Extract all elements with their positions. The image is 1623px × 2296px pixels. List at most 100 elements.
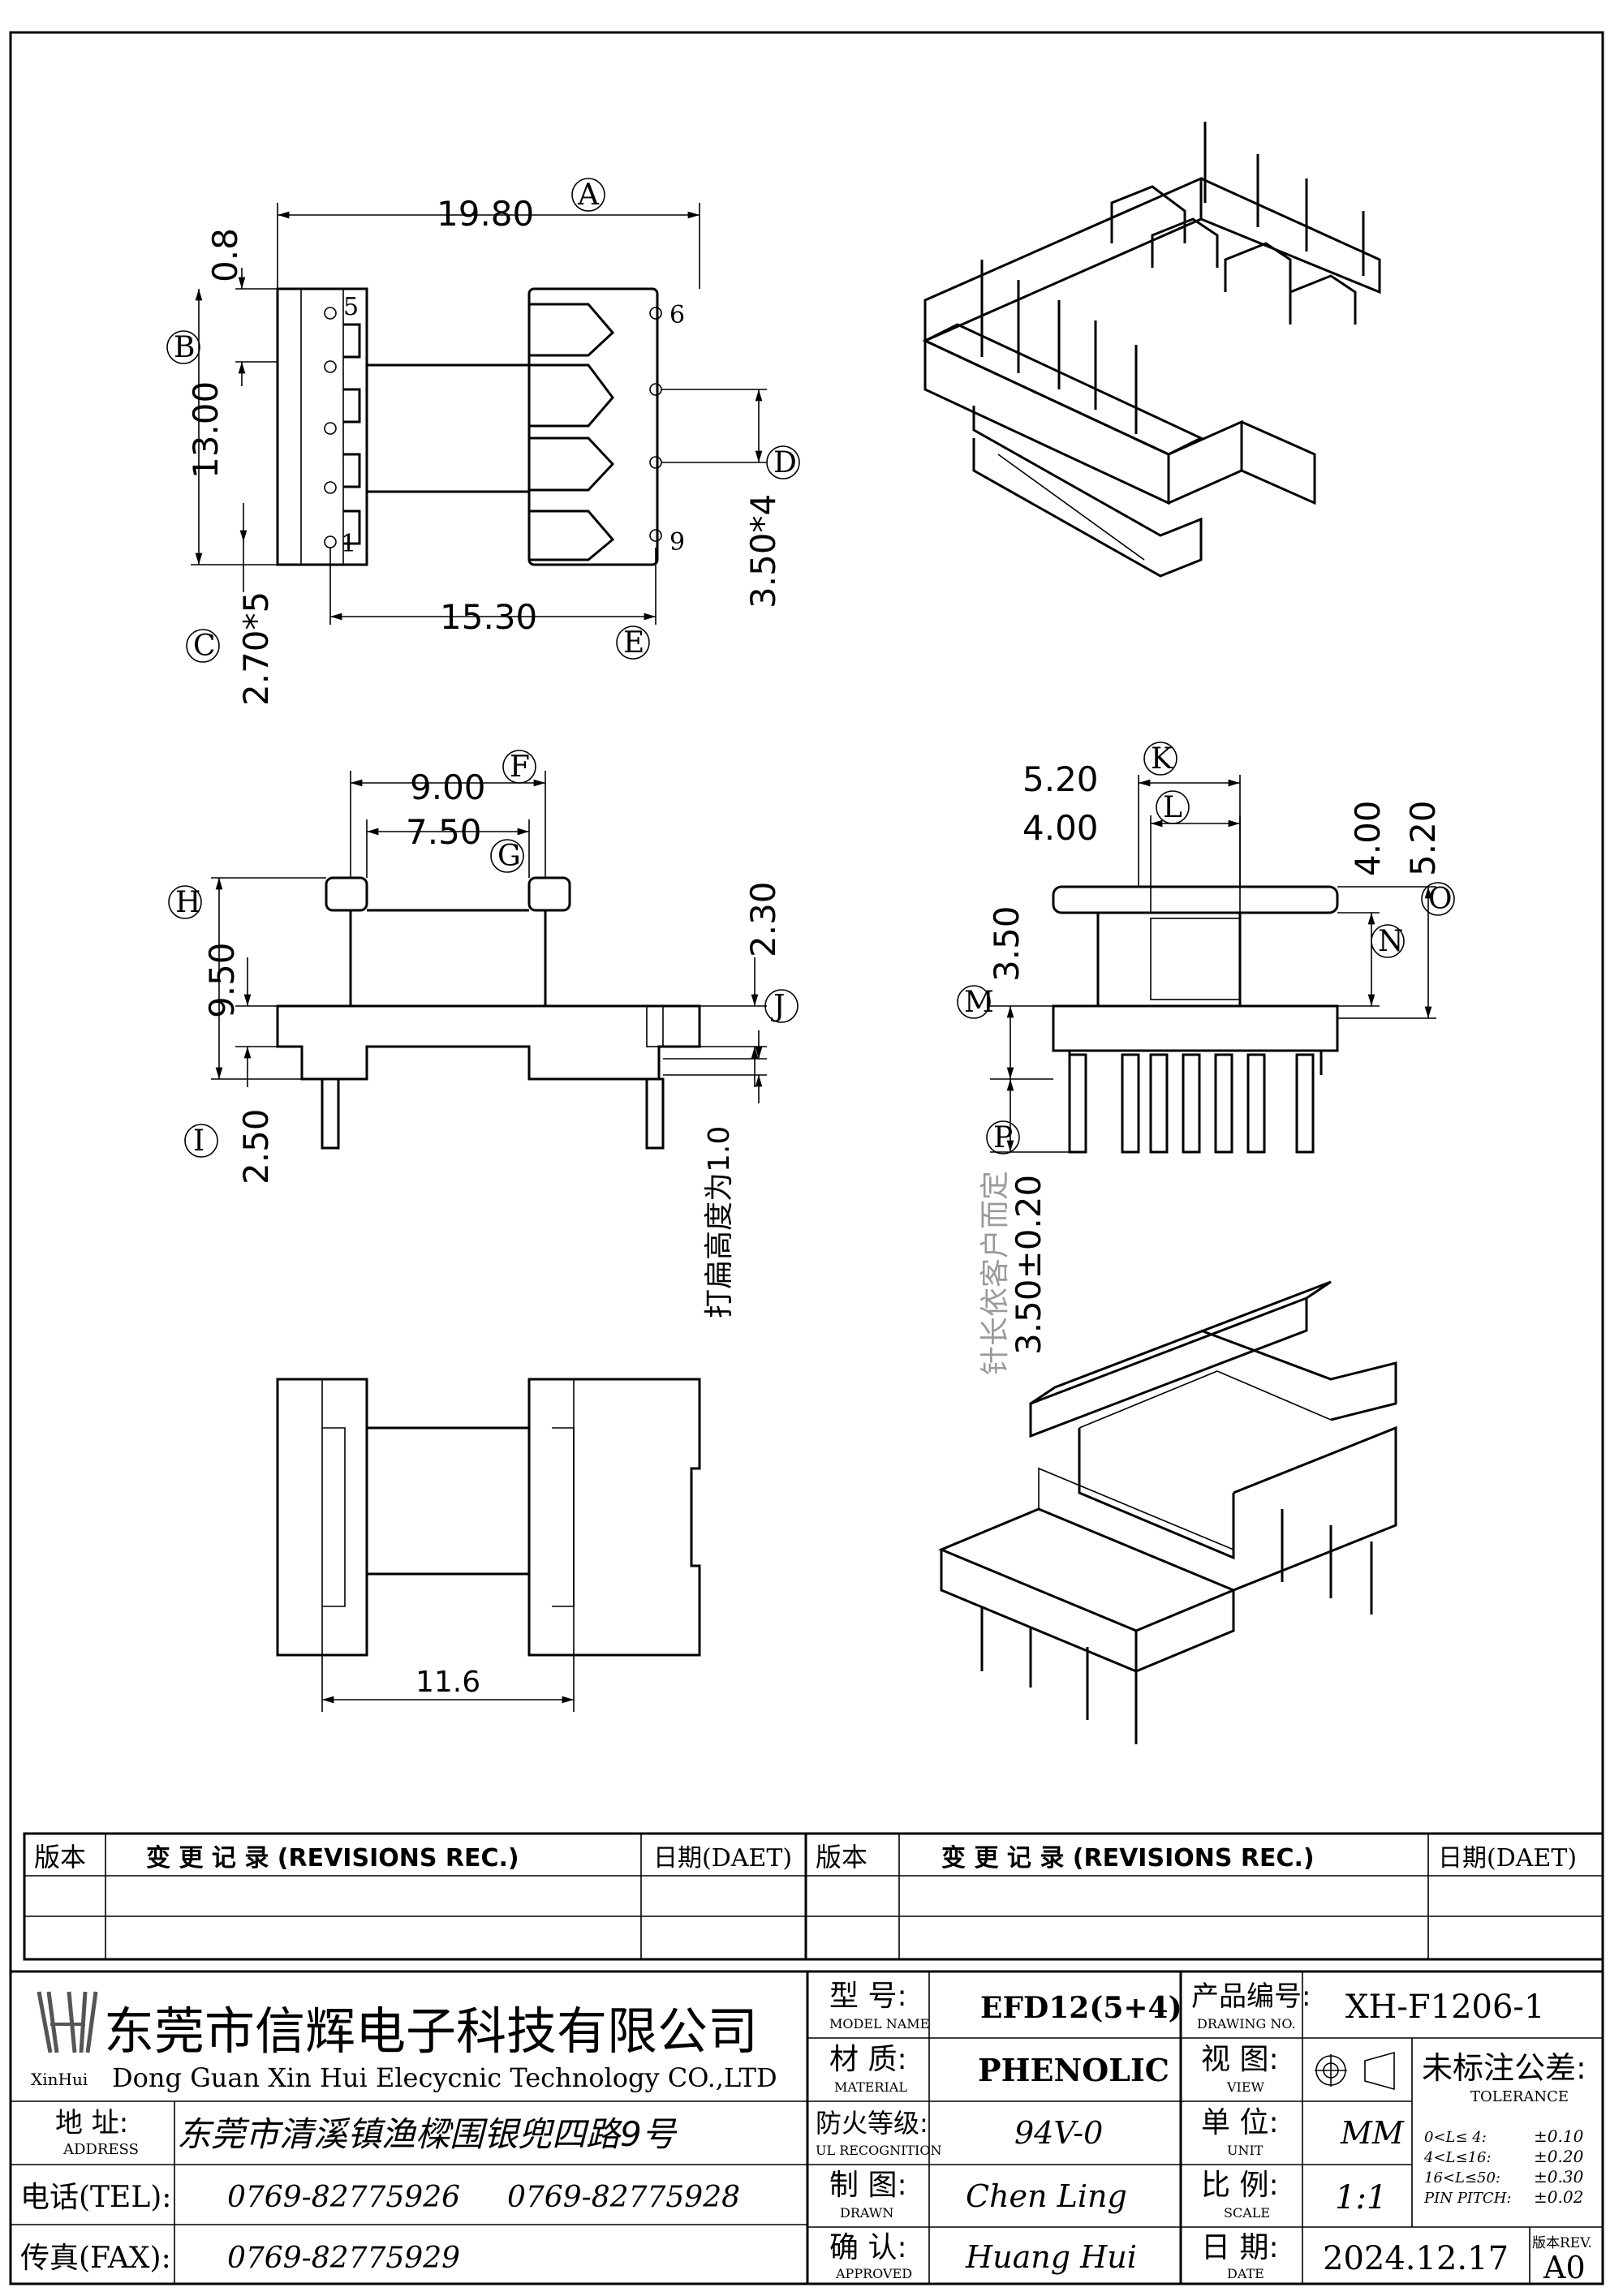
top-view: 5 6 1 9 19.80 A 0.8 B 13.00 2.70*5 C 3.5… bbox=[166, 178, 800, 706]
pin-label-6: 6 bbox=[669, 301, 685, 329]
dim-f-tag: F bbox=[510, 750, 530, 784]
dim-i-value: 2.50 bbox=[236, 1108, 276, 1185]
approved-label-en: APPROVED bbox=[835, 2266, 912, 2281]
dim-n-value: 4.00 bbox=[1348, 800, 1388, 876]
dim-k-tag: K bbox=[1151, 742, 1173, 776]
svg-text:XinHui: XinHui bbox=[31, 2070, 88, 2089]
dim-a-tag: A bbox=[577, 178, 600, 212]
dim-l-value: 4.00 bbox=[1022, 808, 1099, 848]
unit-label: 单 位: bbox=[1201, 2106, 1279, 2139]
dim-i-tag: I bbox=[193, 1124, 204, 1158]
tol-range-2: 4<L≤16: bbox=[1423, 2149, 1492, 2166]
dim-h-value: 9.50 bbox=[202, 942, 242, 1018]
drawn-label: 制 图: bbox=[829, 2169, 907, 2202]
bottom-view: 11.6 bbox=[276, 1378, 701, 1712]
date-label-en: DATE bbox=[1227, 2266, 1264, 2281]
model-label-en: MODEL NAME bbox=[829, 2016, 929, 2032]
dim-m-value: 3.50 bbox=[987, 905, 1027, 982]
ul-label-en: UL RECOGNITION bbox=[816, 2143, 942, 2158]
pin-label-1: 1 bbox=[341, 530, 356, 558]
ul-label: 防火等级: bbox=[816, 2108, 928, 2139]
tol-range-3: 16<L≤50: bbox=[1424, 2169, 1500, 2186]
dim-j-value: 2.30 bbox=[743, 881, 783, 957]
unit-value: MM bbox=[1340, 2115, 1405, 2151]
dim-g-value: 7.50 bbox=[406, 812, 482, 852]
rev-col-record-2: 变 更 记 录 (REVISIONS REC.) bbox=[941, 1844, 1315, 1872]
dim-l-tag: L bbox=[1163, 791, 1182, 824]
side-view: 5.20 K 4.00 L 4.00 N 5.20 O 3.50 M P 3.5… bbox=[957, 742, 1455, 1375]
dim-n-tag: N bbox=[1378, 925, 1404, 958]
front-view: 9.00 F 7.50 G H 9.50 2.50 I 2.30 J 打扁高度为… bbox=[168, 750, 799, 1318]
rev-col-version-2: 版本 bbox=[816, 1842, 867, 1872]
dim-d-value: 3.50*4 bbox=[743, 494, 783, 608]
dim-b-tag: B bbox=[174, 331, 195, 364]
flatten-note: 打扁高度为1.0 bbox=[703, 1126, 736, 1318]
model-value: EFD12(5+4) bbox=[980, 1991, 1182, 2025]
pin-length-note: 针长依客户而定 bbox=[979, 1171, 1012, 1375]
dim-p-value: 3.50±0.20 bbox=[1009, 1175, 1048, 1355]
drawn-label-en: DRAWN bbox=[840, 2205, 893, 2221]
tol-range-1: 0<L≤ 4: bbox=[1424, 2129, 1487, 2146]
material-label: 材 质: bbox=[829, 2043, 907, 2076]
company-name-en: Dong Guan Xin Hui Elecycnic Technology C… bbox=[112, 2062, 777, 2093]
rev-label: 版本REV. bbox=[1532, 2235, 1592, 2251]
dim-e-value: 15.30 bbox=[440, 597, 537, 637]
view-label-en: VIEW bbox=[1226, 2079, 1265, 2095]
rev-col-date: 日期(DAET) bbox=[653, 1844, 792, 1872]
scale-label-en: SCALE bbox=[1224, 2205, 1270, 2221]
tol-value-2: ±0.20 bbox=[1534, 2147, 1584, 2166]
iso-view-top bbox=[922, 122, 1381, 578]
address-label: 地 址: bbox=[55, 2107, 128, 2139]
drawing-no-value: XH-F1206-1 bbox=[1345, 1989, 1544, 2026]
dim-m-tag: M bbox=[964, 986, 994, 1019]
dim-j-tag: J bbox=[770, 990, 785, 1023]
dim-o-tag: O bbox=[1428, 883, 1453, 916]
company-name-cn: 东莞市信辉电子科技有限公司 bbox=[104, 2001, 758, 2061]
tolerance-label-en: TOLERANCE bbox=[1470, 2088, 1569, 2105]
dim-h-tag: H bbox=[175, 886, 200, 919]
bottom-width-value: 11.6 bbox=[415, 1666, 480, 1699]
ul-value: 94V-0 bbox=[1014, 2115, 1103, 2151]
dim-f-value: 9.00 bbox=[410, 767, 486, 807]
dim-a-value: 19.80 bbox=[437, 194, 534, 234]
revision-table: 版本 变 更 记 录 (REVISIONS REC.) 日期(DAET) 版本 … bbox=[23, 1832, 1604, 1961]
tolerance-label: 未标注公差: bbox=[1422, 2050, 1586, 2086]
fax-value: 0769-82775929 bbox=[227, 2242, 460, 2275]
material-label-en: MATERIAL bbox=[834, 2079, 907, 2095]
rev-col-date-2: 日期(DAET) bbox=[1438, 1844, 1577, 1872]
tol-range-4: PIN PITCH: bbox=[1423, 2190, 1511, 2207]
drawing-no-label-en: DRAWING NO. bbox=[1197, 2016, 1296, 2032]
dim-g-tag: G bbox=[497, 840, 521, 873]
scale-label: 比 例: bbox=[1201, 2169, 1279, 2202]
dim-b2-value: 13.00 bbox=[186, 381, 226, 479]
projection-symbol-icon bbox=[1315, 2051, 1395, 2091]
model-label: 型 号: bbox=[829, 1980, 907, 2013]
address-label-en: ADDRESS bbox=[62, 2141, 139, 2158]
rev-value: A0 bbox=[1543, 2250, 1586, 2285]
scale-value: 1:1 bbox=[1335, 2179, 1387, 2216]
tel-2: 0769-82775928 bbox=[507, 2181, 740, 2214]
tol-value-1: ±0.10 bbox=[1534, 2126, 1584, 2146]
fax-label: 传真(FAX): bbox=[20, 2242, 171, 2275]
pin-label-9: 9 bbox=[669, 528, 685, 557]
dim-o-value: 5.20 bbox=[1403, 800, 1443, 876]
dim-e-tag: E bbox=[623, 626, 644, 660]
dim-p-tag: P bbox=[993, 1121, 1013, 1154]
rev-col-record: 变 更 记 录 (REVISIONS REC.) bbox=[146, 1844, 519, 1872]
dim-c-value: 2.70*5 bbox=[236, 591, 276, 706]
drawing-no-label: 产品编号: bbox=[1191, 1980, 1311, 2013]
tel-1: 0769-82775926 bbox=[227, 2181, 460, 2214]
date-value: 2024.12.17 bbox=[1323, 2240, 1509, 2277]
rev-col-version: 版本 bbox=[34, 1842, 86, 1872]
approved-value: Huang Hui bbox=[965, 2239, 1137, 2275]
tel-label: 电话(TEL): bbox=[20, 2181, 171, 2214]
dim-k-value: 5.20 bbox=[1022, 759, 1099, 799]
dim-d-tag: D bbox=[773, 446, 797, 479]
date-label: 日 期: bbox=[1201, 2231, 1279, 2264]
dim-c-tag: C bbox=[193, 630, 216, 663]
unit-label-en: UNIT bbox=[1227, 2143, 1264, 2158]
pin-label-5: 5 bbox=[343, 293, 359, 321]
tol-value-4: ±0.02 bbox=[1534, 2187, 1583, 2207]
tol-value-3: ±0.30 bbox=[1534, 2167, 1584, 2186]
